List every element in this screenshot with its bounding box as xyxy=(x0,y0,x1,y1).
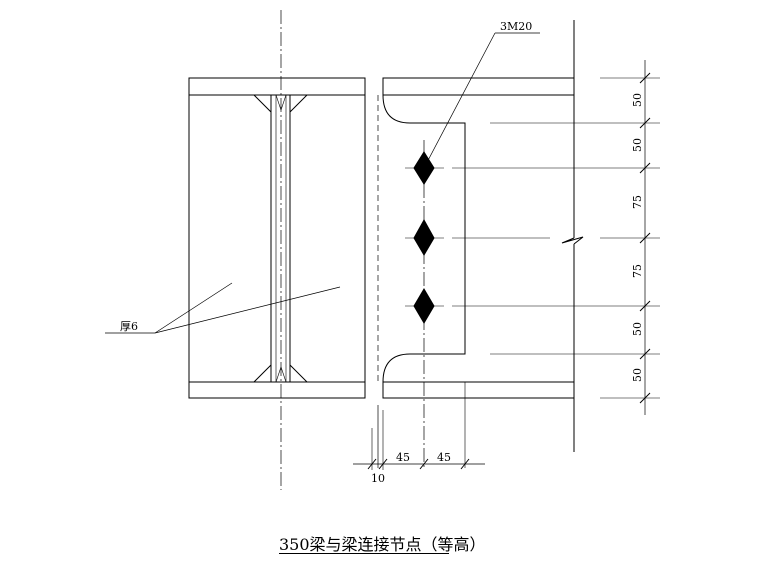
dim-v-6: 50 xyxy=(631,368,644,382)
dim-h-gap: 10 xyxy=(371,472,385,485)
dim-v-3: 75 xyxy=(631,195,644,209)
dim-v-2: 50 xyxy=(631,138,644,152)
main-beam xyxy=(188,77,366,399)
bolt-leader xyxy=(423,32,496,169)
bolts xyxy=(413,151,435,324)
dim-v-1: 50 xyxy=(631,93,644,107)
bolt-label: 3M20 xyxy=(500,20,532,33)
dim-h-edge: 45 xyxy=(396,451,410,464)
thickness-leader xyxy=(154,282,233,334)
thickness-label: 厚6 xyxy=(120,320,138,333)
bolt-2 xyxy=(413,218,435,256)
drawing-caption: 350梁与梁连接节点（等高） xyxy=(279,535,486,554)
dim-h-pitch: 45 xyxy=(437,451,451,464)
dim-v-4: 75 xyxy=(631,264,644,278)
dim-v-5: 50 xyxy=(631,322,644,336)
horizontal-dimension-chain xyxy=(353,410,485,470)
secondary-beam xyxy=(382,20,660,468)
caption-underline xyxy=(279,553,449,554)
vertical-dimension-chain xyxy=(639,60,651,415)
